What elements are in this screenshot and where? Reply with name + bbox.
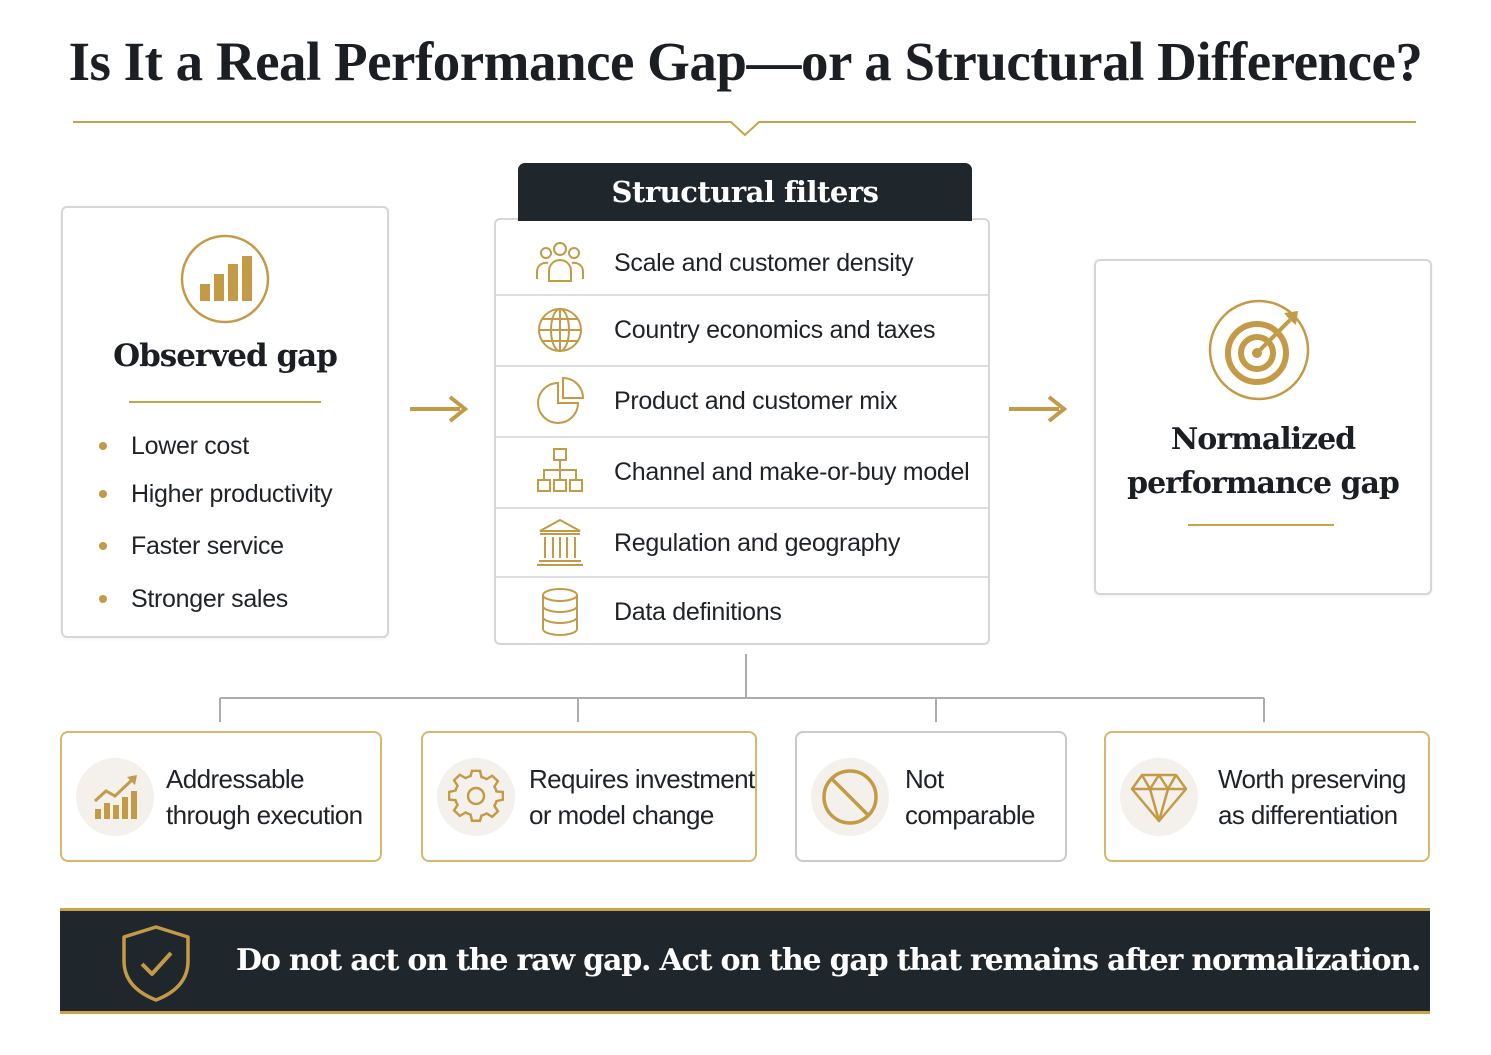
list-item-label: Faster service bbox=[131, 531, 284, 560]
filter-label: Regulation and geography bbox=[614, 528, 901, 557]
shield-check-icon bbox=[122, 925, 190, 1002]
prohibited-icon bbox=[822, 768, 878, 825]
outcome-card: Requires investment or model change bbox=[421, 731, 757, 862]
title-divider bbox=[73, 121, 1416, 137]
outcome-card: Addressable through execution bbox=[60, 731, 382, 862]
list-item: Higher productivity bbox=[99, 474, 379, 514]
outcome-icon-badge bbox=[811, 757, 889, 836]
list-item: Stronger sales bbox=[99, 579, 379, 619]
page-title: Is It a Real Performance Gap—or a Struct… bbox=[68, 31, 1423, 92]
filter-label: Data definitions bbox=[614, 597, 782, 626]
normalized-gap-card: Normalized performance gap bbox=[1094, 259, 1432, 595]
list-item-label: Higher productivity bbox=[131, 479, 333, 508]
connector-lines bbox=[219, 654, 1265, 722]
takeaway-text: Do not act on the raw gap. Act on the ga… bbox=[236, 943, 1421, 978]
growth-chart-icon bbox=[93, 774, 137, 819]
bullet-dot bbox=[99, 490, 107, 498]
filter-label: Product and customer mix bbox=[614, 386, 898, 415]
normalized-gap-heading: Normalized performance gap bbox=[1096, 418, 1430, 506]
outcome-icon-badge bbox=[437, 757, 515, 836]
bank-building-icon bbox=[537, 518, 583, 566]
filter-row: Scale and customer density bbox=[496, 228, 988, 298]
outcome-line: Not bbox=[905, 763, 944, 794]
outcome-line: Worth preserving bbox=[1218, 763, 1406, 794]
filter-label: Channel and make-or-buy model bbox=[614, 457, 970, 486]
observed-gap-heading: Observed gap bbox=[113, 338, 338, 374]
outcome-line: Addressable bbox=[166, 763, 305, 794]
list-item-label: Stronger sales bbox=[131, 584, 288, 613]
bullet-dot bbox=[99, 595, 107, 603]
arrow-right-icon bbox=[1009, 395, 1068, 423]
filter-label: Country economics and taxes bbox=[614, 315, 936, 344]
outcome-line: Requires investment bbox=[529, 763, 755, 794]
observed-gap-card: Observed gap Lower cost Higher productiv… bbox=[61, 206, 389, 638]
bar-chart-icon bbox=[180, 234, 270, 324]
target-icon bbox=[1208, 299, 1310, 401]
list-item-label: Lower cost bbox=[131, 431, 249, 460]
outcome-line: comparable bbox=[905, 799, 1035, 830]
outcome-line: as differentiation bbox=[1218, 799, 1398, 830]
heading-underline bbox=[129, 401, 321, 403]
heading-underline bbox=[1188, 524, 1334, 526]
hierarchy-icon bbox=[537, 448, 583, 492]
outcome-label: Addressable through execution bbox=[166, 761, 363, 833]
heading-line: performance gap bbox=[1127, 466, 1400, 501]
filter-row: Product and customer mix bbox=[496, 365, 988, 435]
outcome-label: Requires investment or model change bbox=[529, 761, 755, 833]
takeaway-banner: Do not act on the raw gap. Act on the ga… bbox=[60, 908, 1430, 1014]
heading-line: Normalized bbox=[1170, 422, 1356, 457]
filter-row: Data definitions bbox=[496, 576, 988, 646]
structural-filters-header: Structural filters bbox=[518, 163, 972, 221]
outcome-icon-badge bbox=[1120, 757, 1198, 836]
globe-icon bbox=[538, 308, 582, 352]
outcome-label: Worth preserving as differentiation bbox=[1218, 761, 1406, 833]
outcome-line: through execution bbox=[166, 799, 363, 830]
bullet-dot bbox=[99, 442, 107, 450]
list-item: Faster service bbox=[99, 526, 379, 566]
filter-row: Channel and make-or-buy model bbox=[496, 436, 988, 506]
database-icon bbox=[542, 588, 578, 636]
list-item: Lower cost bbox=[99, 426, 379, 466]
outcome-line: or model change bbox=[529, 799, 714, 830]
filter-row: Regulation and geography bbox=[496, 507, 988, 577]
outcome-card: Not comparable bbox=[795, 731, 1067, 862]
pie-chart-icon bbox=[537, 376, 585, 424]
structural-filters-panel: Scale and customer density Country econo… bbox=[494, 218, 990, 645]
outcome-label: Not comparable bbox=[905, 761, 1035, 833]
outcome-icon-badge bbox=[76, 757, 154, 836]
arrow-right-icon bbox=[410, 395, 469, 423]
filter-row: Country economics and taxes bbox=[496, 294, 988, 364]
filter-label: Scale and customer density bbox=[614, 248, 914, 277]
bullet-dot bbox=[99, 542, 107, 550]
outcome-card: Worth preserving as differentiation bbox=[1104, 731, 1430, 862]
people-group-icon bbox=[536, 242, 584, 282]
diamond-icon bbox=[1130, 773, 1188, 822]
gear-icon bbox=[448, 769, 504, 822]
